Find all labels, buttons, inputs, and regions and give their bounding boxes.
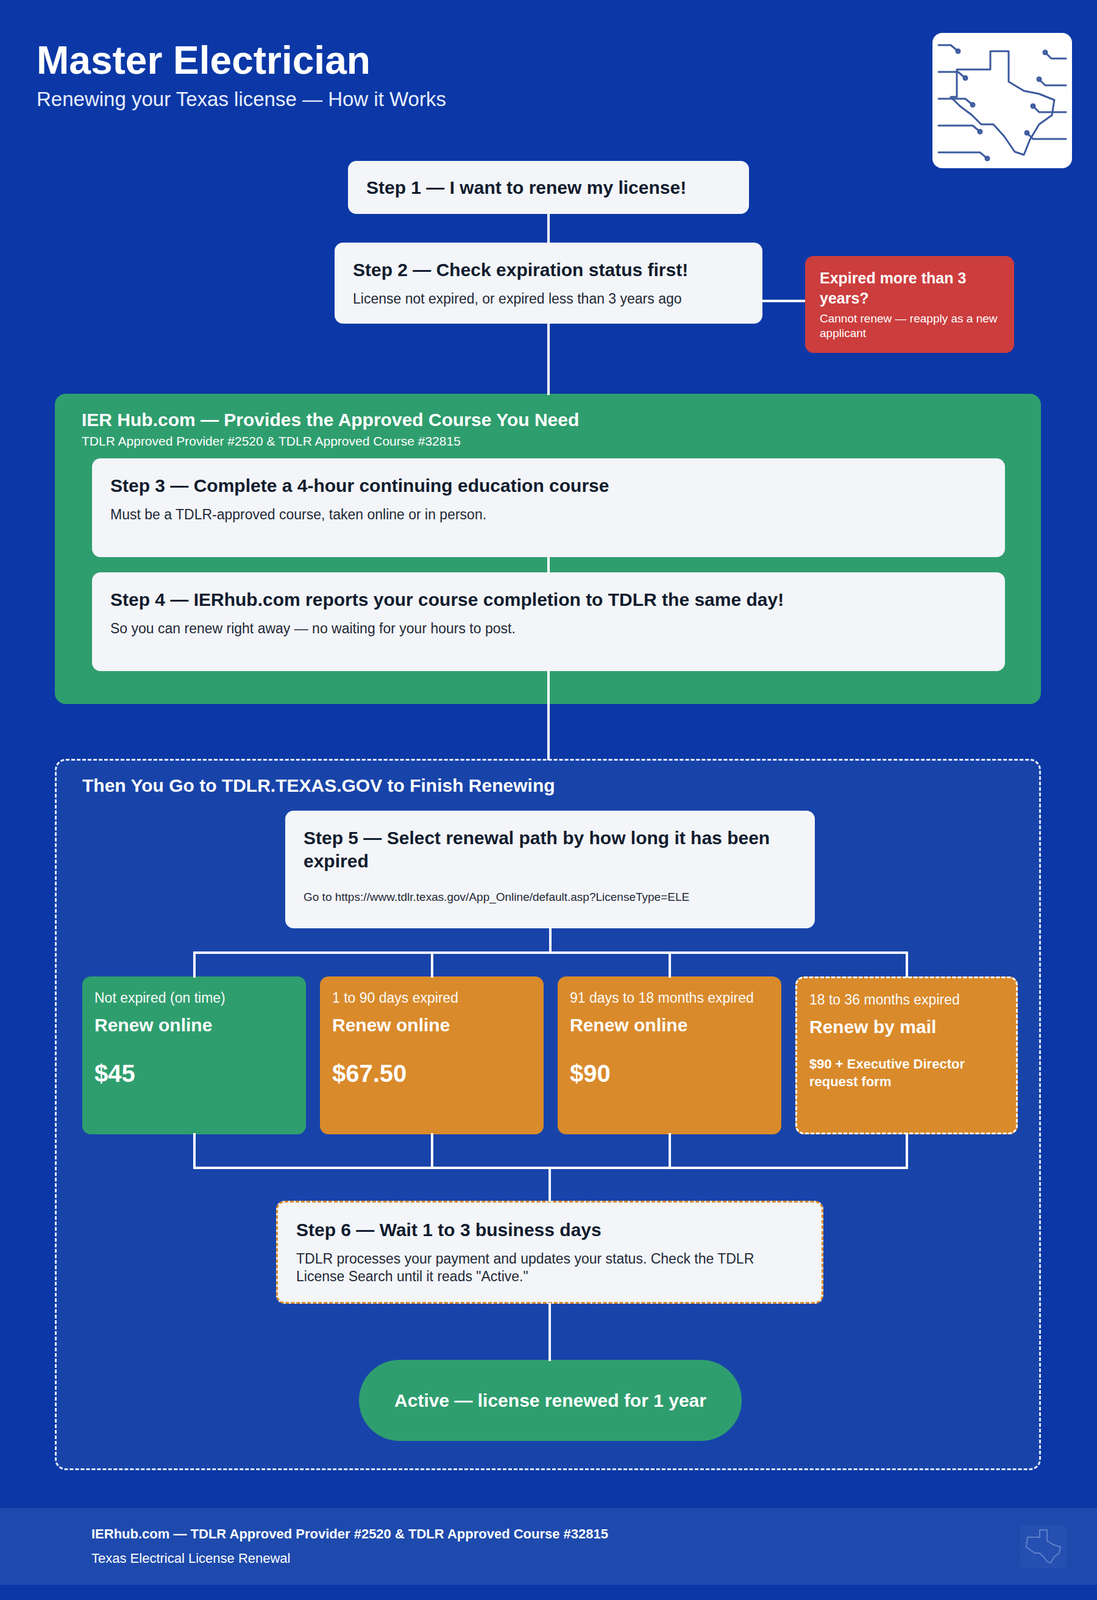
process-box: Step 2 — Check expiration status first! L… [334,242,763,324]
connector-line [547,323,550,394]
body-text: TDLR processes your payment and updates … [296,1249,804,1287]
connector-line [548,1303,551,1360]
heading-text: Not expired (on time) [94,989,294,1007]
body-text: So you can renew right away — no waiting… [110,619,987,639]
connector-line [194,1134,550,1201]
texas-circuit-logo [932,32,1073,169]
heading-text: Step 5 — Select renewal path by how long… [303,826,797,873]
body-text: Renew online [569,1014,770,1036]
heading-text: 91 days to 18 months expired [569,989,770,1007]
diagram-title: Master Electrician [36,37,371,83]
fee-card: 18 to 36 months expiredRenew by mail $90 … [795,976,1018,1135]
body-text: Texas Electrical License Renewal [91,1550,1006,1567]
body-text: $67.50 [332,1059,532,1088]
body-text: TDLR Approved Provider #2520 & TDLR Appr… [81,433,1015,449]
heading-text: 18 to 36 months expired [809,991,1004,1009]
connector-line [549,1134,907,1201]
process-box: Step 5 — Select renewal path by how long… [285,810,815,929]
heading-text: Expired more than 3 years? [819,268,1000,308]
heading-text: Active — license renewed for 1 year [394,1390,707,1411]
body-text: $90 [569,1059,770,1088]
body-text: Cannot renew — reapply as a new applican… [819,311,1000,341]
process-box: Step 4 — IERhub.com reports your course … [92,572,1005,671]
heading-text: Step 6 — Wait 1 to 3 business days [296,1218,804,1242]
footer-band: IERhub.com — TDLR Approved Provider #252… [0,1507,1097,1585]
body-text: $90 + Executive Director request form [809,1055,1004,1091]
heading-text: IERhub.com — TDLR Approved Provider #252… [91,1526,1006,1542]
connector-line [547,557,550,573]
body-text: Go to https://www.tdlr.texas.gov/App_Onl… [303,890,797,904]
result-pill: Active — license renewed for 1 year [358,1359,742,1441]
body-text: Renew online [94,1014,294,1036]
tdlr-region: Then You Go to TDLR.TEXAS.GOV to Finish … [54,758,1041,1470]
footer-logo [1018,1523,1068,1570]
fee-card: 91 days to 18 months expiredRenew online… [557,976,782,1135]
connector-line [547,213,550,243]
provider-band: IER Hub.com — Provides the Approved Cour… [54,393,1041,704]
connector-line [550,928,907,977]
fee-card: 1 to 90 days expiredRenew online $67.50 [319,976,544,1135]
subtitle: Renewing your Texas license — How it Wor… [36,87,447,111]
connector-line [432,1134,550,1201]
process-box: Step 3 — Complete a 4-hour continuing ed… [92,458,1005,558]
process-box: Step 1 — I want to renew my license! [347,160,750,214]
body-text: License not expired, or expired less tha… [352,290,745,309]
heading-text: Then You Go to TDLR.TEXAS.GOV to Finish … [82,775,1014,796]
heading-text: Step 4 — IERhub.com reports your course … [110,588,987,612]
connector-line [194,928,551,977]
body-text: Renew by mail [809,1016,1004,1038]
warning-box: Expired more than 3 years?Cannot renew —… [805,255,1015,353]
connector-line [762,299,806,303]
process-box: Step 6 — Wait 1 to 3 business daysTDLR p… [276,1200,824,1304]
heading-text: 1 to 90 days expired [332,989,532,1007]
connector-line [547,670,550,759]
fee-card: Not expired (on time) Renew online $45 [82,976,306,1135]
connector-line [432,928,551,977]
body-text: Renew online [332,1014,532,1036]
heading-text: Step 2 — Check expiration status first! [352,258,745,282]
body-text: Must be a TDLR-approved course, taken on… [110,505,987,525]
heading-text: IER Hub.com — Provides the Approved Cour… [81,409,1015,431]
body-text: $45 [94,1059,294,1088]
heading-text: Step 1 — I want to renew my license! [366,176,687,200]
heading-text: Step 3 — Complete a 4-hour continuing ed… [110,474,987,498]
